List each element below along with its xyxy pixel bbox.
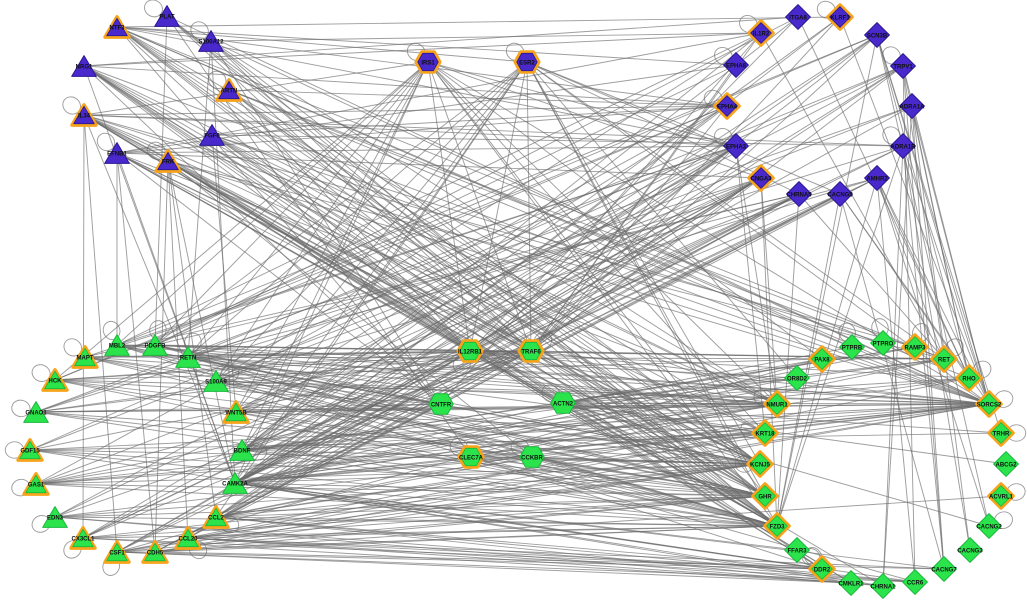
svg-text:IRS1: IRS1 [421,60,435,66]
svg-text:CACNG2: CACNG2 [976,524,1002,530]
svg-text:RHO: RHO [962,376,976,382]
svg-text:CX3CL1: CX3CL1 [71,536,95,542]
svg-text:S100A9: S100A9 [205,379,227,385]
svg-text:WNT5B: WNT5B [225,410,247,416]
svg-text:MBL2: MBL2 [109,343,126,349]
svg-text:NMUR1: NMUR1 [766,402,788,408]
svg-text:IL1R2: IL1R2 [753,31,770,37]
svg-text:CNTFR: CNTFR [431,402,452,408]
svg-text:CHRNA5: CHRNA5 [786,192,812,198]
svg-text:CNGA3: CNGA3 [750,176,772,182]
svg-text:S100A12: S100A12 [198,39,224,45]
svg-text:ADRA1A: ADRA1A [899,104,925,110]
svg-text:TRHR: TRHR [993,431,1010,437]
svg-text:CAMK2A: CAMK2A [222,481,248,487]
svg-text:RETN: RETN [180,355,196,361]
svg-text:GNAO1: GNAO1 [25,410,47,416]
svg-text:PDGFB: PDGFB [145,343,167,349]
svg-text:PAX8: PAX8 [814,357,830,363]
svg-text:CHRNA1: CHRNA1 [870,584,896,590]
svg-text:SORCS2: SORCS2 [977,402,1002,408]
svg-text:HCK: HCK [49,378,63,384]
svg-text:IL34: IL34 [78,113,91,119]
svg-text:EPHA4: EPHA4 [717,104,738,110]
svg-text:FGF6: FGF6 [204,133,220,139]
svg-text:CMKLR1: CMKLR1 [839,581,865,587]
svg-text:DDR2: DDR2 [814,567,831,573]
svg-text:CCL2: CCL2 [208,515,224,521]
svg-text:AMHR2: AMHR2 [866,176,888,182]
svg-text:MAPT: MAPT [77,355,94,361]
svg-text:PLAT: PLAT [159,14,175,20]
svg-text:CCL20: CCL20 [178,536,198,542]
svg-text:PTPRO: PTPRO [873,341,894,347]
svg-text:CCR6: CCR6 [907,580,924,586]
svg-text:NTF3: NTF3 [110,25,126,31]
svg-text:IL12RB1: IL12RB1 [458,349,483,355]
svg-text:KCNJ5: KCNJ5 [750,462,770,468]
svg-text:CSF1: CSF1 [109,550,125,556]
svg-text:CCKBR: CCKBR [521,455,543,461]
svg-text:CLEC7A: CLEC7A [459,455,484,461]
svg-text:GHR: GHR [758,494,772,500]
svg-text:EPHA3: EPHA3 [726,144,747,150]
svg-text:ABCG2: ABCG2 [995,462,1017,468]
svg-text:ACTN2: ACTN2 [553,401,574,407]
svg-text:FZD3: FZD3 [770,524,786,530]
svg-text:CACNG3: CACNG3 [957,548,983,554]
svg-text:NRG1: NRG1 [76,64,93,70]
svg-text:KLRF1: KLRF1 [830,15,850,21]
svg-text:EPHA8: EPHA8 [726,63,747,69]
svg-text:ADRA1B: ADRA1B [890,144,916,150]
svg-text:RET: RET [938,357,950,363]
svg-text:FRK: FRK [162,159,175,165]
svg-text:TRPV1: TRPV1 [893,64,913,70]
svg-text:CDH5: CDH5 [147,550,164,556]
svg-text:ITGA8: ITGA8 [789,15,807,21]
svg-text:CACNG5: CACNG5 [827,192,853,198]
svg-text:RAMP3: RAMP3 [904,345,926,351]
svg-text:OR8D2: OR8D2 [787,376,808,382]
svg-text:EDN3: EDN3 [47,515,64,521]
svg-text:CACNG7: CACNG7 [931,567,957,573]
svg-text:FFAR3: FFAR3 [787,548,807,554]
svg-text:ARTN: ARTN [221,88,238,94]
svg-text:ESR2: ESR2 [519,60,535,66]
svg-text:TRAF6: TRAF6 [521,349,541,355]
svg-text:GAS1: GAS1 [28,482,45,488]
svg-text:EFNB1: EFNB1 [107,151,127,157]
svg-text:BDNF: BDNF [234,448,251,454]
svg-text:PTPRB: PTPRB [842,345,863,351]
svg-text:GDF15: GDF15 [20,448,40,454]
svg-text:SCN3B: SCN3B [867,33,888,39]
svg-text:KRT18: KRT18 [755,431,775,437]
svg-text:ACVRL1: ACVRL1 [989,494,1014,500]
